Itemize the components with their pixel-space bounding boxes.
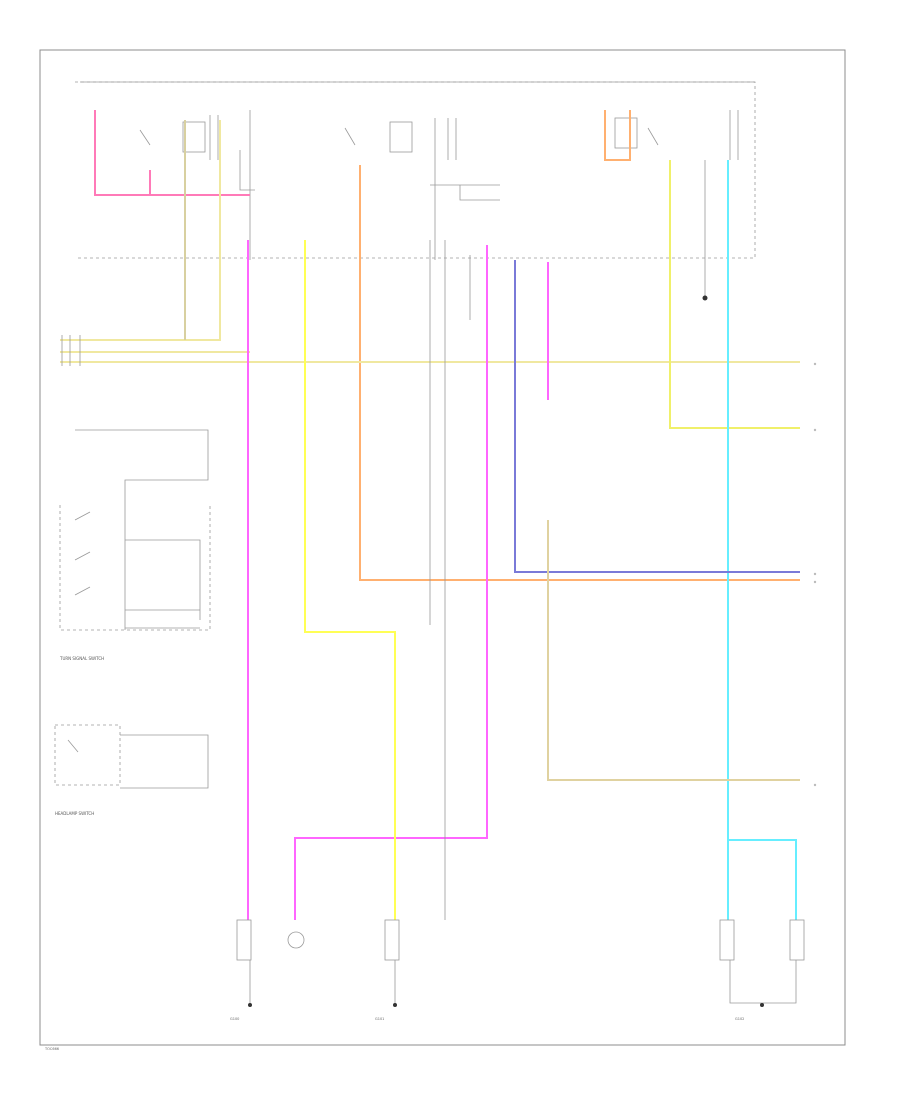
wire-orange (359, 110, 800, 581)
ground-right-label: G102 (735, 1017, 744, 1021)
wire-tan (547, 520, 800, 781)
diagram-frame (39, 49, 846, 1046)
relay-center (344, 118, 457, 160)
lamp-left-front: G100 (230, 919, 305, 1021)
wire-yellow-center (304, 240, 396, 920)
ground-left-label: G100 (230, 1017, 239, 1021)
wire-cyan (727, 160, 797, 920)
internal-wire (239, 150, 248, 191)
lamp-right-rear: G102 (719, 919, 805, 1021)
internal-wire (248, 110, 706, 300)
wire-magenta-center (294, 245, 549, 920)
wire-pink-top (94, 110, 250, 196)
relay-block-outline (75, 81, 756, 259)
turn-signal-switch-label: TURN SIGNAL SWITCH (59, 656, 104, 661)
ground-center-label: G101 (375, 1017, 384, 1021)
ground-symbol (702, 295, 708, 301)
turn-signal-switch: TURN SIGNAL SWITCH (59, 429, 211, 661)
lamp-center-front: G101 (375, 919, 400, 1021)
wire-gray-center (429, 240, 471, 920)
headlamp-switch-label: HEADLAMP SWITCH (55, 811, 94, 816)
wire-blue (514, 260, 800, 573)
output-terminals (813, 362, 817, 787)
headlamp-switch: HEADLAMP SWITCH (54, 724, 209, 816)
relay-right (614, 110, 739, 160)
figure-code: TOC666 (44, 1047, 59, 1051)
relay-left (139, 115, 219, 160)
wire-yellow-right (669, 160, 800, 429)
connector-left (61, 335, 81, 366)
